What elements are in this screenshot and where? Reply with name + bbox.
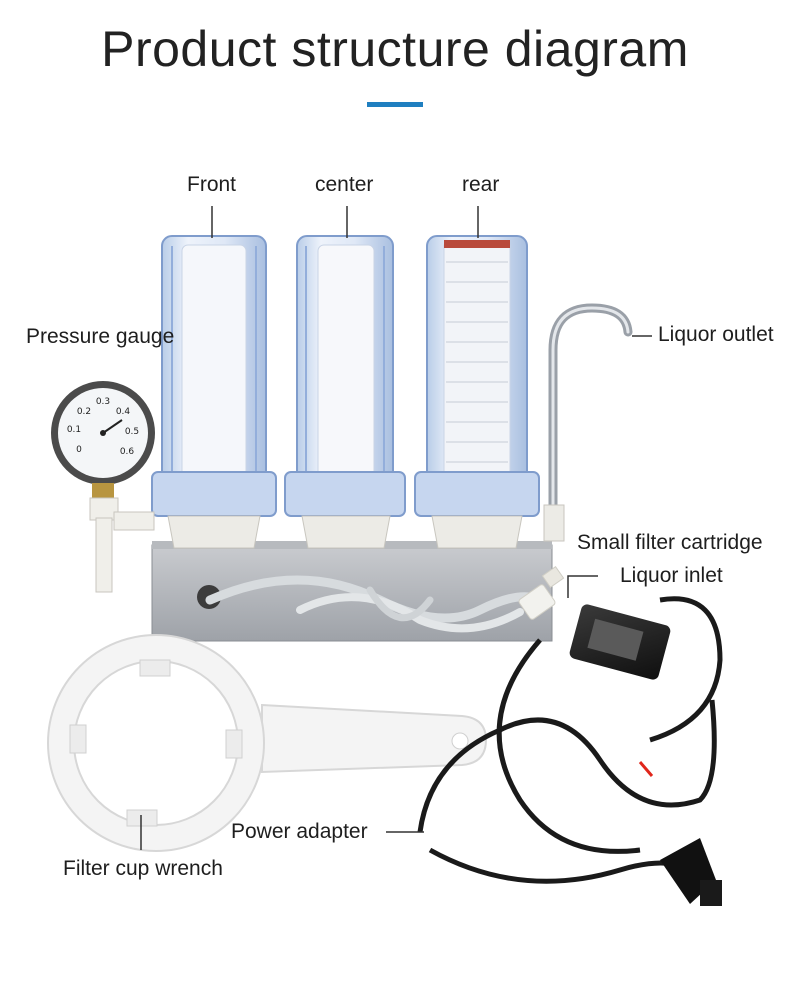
rear-canister [414, 235, 540, 549]
gauge-scale-0: 0 [76, 445, 82, 455]
label-liquor-inlet: Liquor inlet [620, 564, 723, 587]
gauge-scale-0-6: 0.6 [120, 447, 135, 457]
label-filter-cup-wrench: Filter cup wrench [63, 857, 223, 880]
gauge-scale-0-2: 0.2 [77, 407, 91, 417]
small-filter-cartridge [518, 565, 565, 620]
center-canister [284, 235, 406, 549]
label-power-adapter: Power adapter [231, 820, 368, 843]
tubing [205, 575, 545, 633]
label-pressure-gauge: Pressure gauge [26, 325, 175, 348]
gauge-scale-0-5: 0.5 [125, 427, 139, 437]
title-underline [367, 102, 423, 107]
filter-cup-wrench [47, 634, 488, 852]
label-liquor-outlet: Liquor outlet [658, 323, 774, 346]
front-canister [151, 235, 277, 549]
label-center: center [315, 173, 374, 196]
power-adapter [417, 596, 723, 906]
liquor-outlet-faucet [543, 303, 633, 542]
pressure-gauge: 0 0.1 0.2 0.3 0.4 0.5 0.6 [51, 381, 155, 593]
label-front: Front [187, 173, 237, 196]
page-title: Product structure diagram [101, 21, 689, 77]
leader-lines [140, 206, 652, 850]
gauge-scale-0-4: 0.4 [116, 407, 131, 417]
gauge-scale-0-1: 0.1 [67, 425, 81, 435]
gauge-scale-0-3: 0.3 [96, 397, 110, 407]
label-small-filter-cartridge: Small filter cartridge [577, 531, 763, 554]
label-rear: rear [462, 173, 500, 196]
